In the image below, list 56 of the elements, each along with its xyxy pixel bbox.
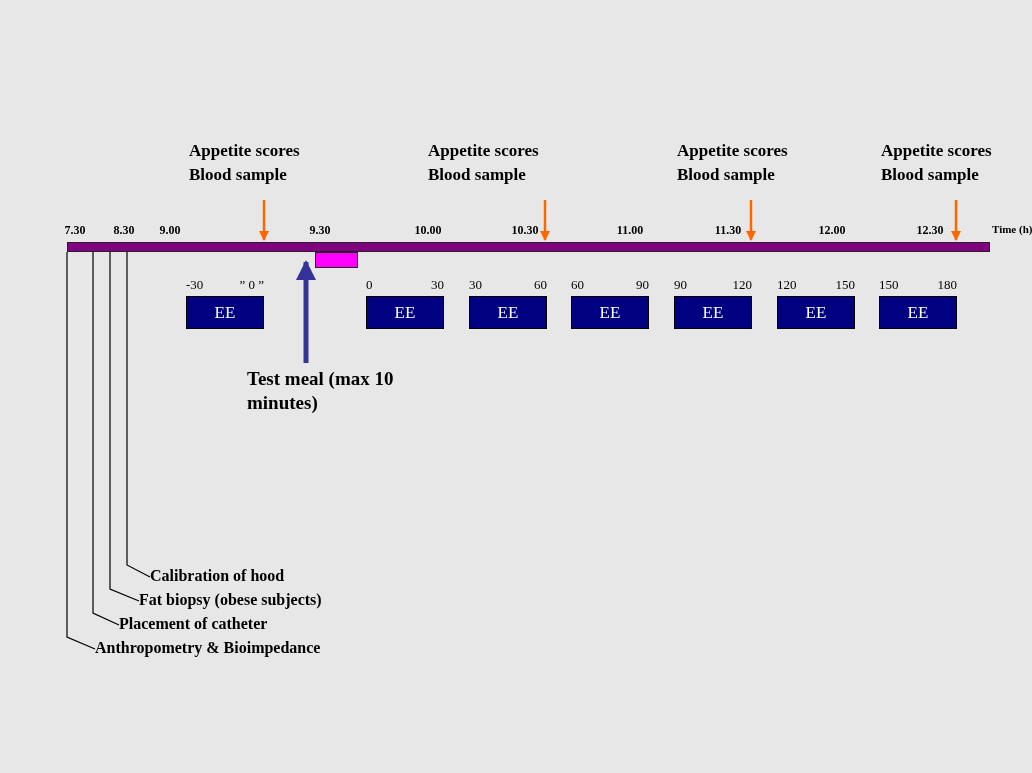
time-tick-label: 9.00 bbox=[159, 223, 181, 238]
arrow bbox=[540, 200, 550, 241]
leader-label: Calibration of hood bbox=[150, 567, 286, 585]
minute-label: 120 bbox=[732, 277, 752, 293]
minute-label: 90 bbox=[636, 277, 649, 293]
event-label: Appetite scores bbox=[881, 140, 993, 162]
leader-label: Placement of catheter bbox=[119, 615, 269, 633]
minute-label: 30 bbox=[469, 277, 482, 293]
axis-label: Time (h) bbox=[992, 223, 1032, 235]
minute-label: 60 bbox=[571, 277, 584, 293]
time-tick-label: 8.30 bbox=[113, 223, 135, 238]
minute-label: 0 bbox=[366, 277, 373, 293]
measurement-box: EE bbox=[366, 296, 444, 329]
minute-label: 150 bbox=[835, 277, 855, 293]
arrow bbox=[296, 260, 316, 363]
time-tick-label: 12.30 bbox=[916, 223, 944, 238]
event-label: Blood sample bbox=[677, 164, 776, 186]
annotation-text: Test meal (max 10 minutes) bbox=[247, 367, 395, 415]
time-tick-label: 11.30 bbox=[714, 223, 742, 238]
leader-label: Anthropometry & Bioimpedance bbox=[95, 639, 322, 657]
measurement-box: EE bbox=[571, 296, 649, 329]
time-tick-label: 10.30 bbox=[511, 223, 539, 238]
time-tick-label: 9.30 bbox=[309, 223, 331, 238]
minute-label: 60 bbox=[534, 277, 547, 293]
arrow bbox=[259, 200, 269, 241]
minute-label: 90 bbox=[674, 277, 687, 293]
time-tick-label: 12.00 bbox=[818, 223, 846, 238]
arrow bbox=[951, 200, 961, 241]
event-label: Appetite scores bbox=[189, 140, 301, 162]
leader-line bbox=[109, 251, 140, 602]
meal-period-box bbox=[315, 252, 358, 268]
event-label: Blood sample bbox=[881, 164, 980, 186]
measurement-box: EE bbox=[674, 296, 752, 329]
event-label: Appetite scores bbox=[428, 140, 540, 162]
event-label: Blood sample bbox=[189, 164, 288, 186]
arrow bbox=[746, 200, 756, 241]
measurement-box: EE bbox=[879, 296, 957, 329]
minute-label: -30 bbox=[186, 277, 204, 293]
timeline-bar bbox=[67, 242, 990, 252]
measurement-box: EE bbox=[777, 296, 855, 329]
minute-label: 150 bbox=[879, 277, 899, 293]
event-label: Appetite scores bbox=[677, 140, 789, 162]
time-tick-label: 10.00 bbox=[414, 223, 442, 238]
measurement-box: EE bbox=[186, 296, 264, 329]
time-tick-label: 11.00 bbox=[616, 223, 644, 238]
leader-label: Fat biopsy (obese subjects) bbox=[139, 591, 323, 609]
leader-line bbox=[126, 251, 151, 578]
minute-label: 120 bbox=[777, 277, 797, 293]
minute-label: 180 bbox=[937, 277, 957, 293]
minute-label: ” 0 ” bbox=[239, 277, 264, 293]
event-label: Blood sample bbox=[428, 164, 527, 186]
time-tick-label: 7.30 bbox=[64, 223, 86, 238]
leader-line bbox=[66, 251, 96, 650]
minute-label: 30 bbox=[431, 277, 444, 293]
leader-line bbox=[92, 251, 120, 626]
measurement-box: EE bbox=[469, 296, 547, 329]
